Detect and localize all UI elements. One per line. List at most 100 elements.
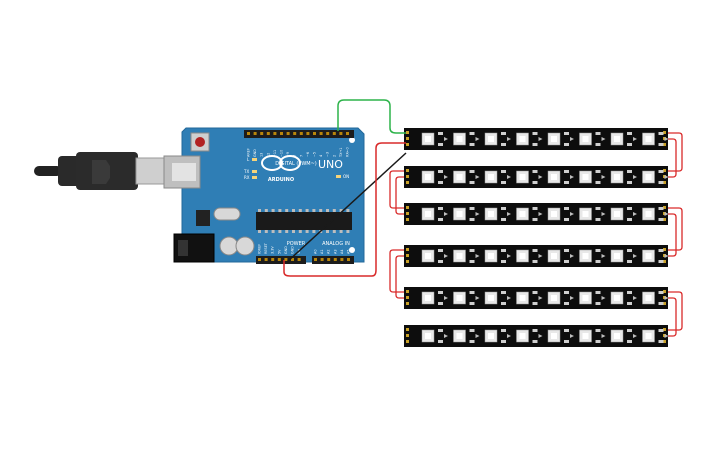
led-strip[interactable] — [404, 166, 669, 188]
led-pixel[interactable] — [421, 249, 448, 263]
led-pixel[interactable] — [516, 132, 543, 146]
led-pixel[interactable] — [484, 291, 511, 305]
led-pixel[interactable] — [484, 207, 511, 221]
header-pin[interactable] — [332, 132, 336, 135]
led-pixel[interactable] — [516, 291, 543, 305]
header-pin[interactable] — [339, 132, 343, 135]
header-pin[interactable] — [293, 132, 297, 135]
led-pixel[interactable] — [642, 170, 669, 184]
header-pin[interactable] — [247, 132, 250, 135]
led-pixel[interactable] — [610, 132, 637, 146]
header-pin[interactable] — [333, 258, 337, 261]
header-pin[interactable] — [291, 258, 294, 261]
digital-header[interactable] — [244, 130, 354, 138]
header-pin[interactable] — [326, 132, 330, 135]
ground-wire[interactable] — [286, 152, 407, 263]
led-pixel[interactable] — [547, 207, 574, 221]
header-pin[interactable] — [347, 258, 350, 261]
digital-header-pins[interactable] — [247, 132, 349, 135]
strip-interconnects[interactable] — [389, 132, 683, 337]
led-pixel[interactable] — [579, 329, 606, 343]
header-pin[interactable] — [320, 258, 324, 261]
header-pin[interactable] — [253, 132, 257, 135]
led-pixel[interactable] — [642, 291, 669, 305]
smd-capacitor — [469, 143, 475, 146]
led-strip[interactable] — [404, 287, 669, 309]
led-pixel[interactable] — [610, 207, 637, 221]
led-pixel[interactable] — [484, 170, 511, 184]
led-pixel[interactable] — [547, 132, 574, 146]
led-pixel[interactable] — [642, 207, 669, 221]
data-wire[interactable] — [337, 99, 406, 134]
led-pixel[interactable] — [453, 329, 480, 343]
led-pixel[interactable] — [453, 170, 480, 184]
led-strip[interactable] — [404, 245, 669, 267]
header-pin[interactable] — [260, 132, 264, 135]
power-wire[interactable] — [283, 142, 406, 277]
header-pin[interactable] — [306, 132, 310, 135]
reset-button-cap[interactable] — [195, 137, 205, 147]
led-pixel[interactable] — [579, 132, 606, 146]
led-pixel[interactable] — [579, 207, 606, 221]
led-pixel[interactable] — [516, 329, 543, 343]
led-pixel[interactable] — [610, 291, 637, 305]
led-pixel[interactable] — [579, 291, 606, 305]
header-pin[interactable] — [280, 132, 283, 135]
led-pixel[interactable] — [484, 132, 511, 146]
led-strip[interactable] — [404, 325, 669, 347]
led-strip[interactable] — [404, 203, 669, 225]
data-arrow-icon — [538, 296, 543, 300]
led-pixel[interactable] — [547, 249, 574, 263]
led-pixel[interactable] — [421, 132, 448, 146]
led-pixel[interactable] — [642, 249, 669, 263]
led-pixel[interactable] — [516, 249, 543, 263]
header-pin[interactable] — [266, 132, 270, 135]
header-pin[interactable] — [327, 258, 331, 261]
led-pixel[interactable] — [610, 170, 637, 184]
led-pixel[interactable] — [610, 329, 637, 343]
led-pixel[interactable] — [610, 249, 637, 263]
header-pin[interactable] — [299, 132, 303, 135]
led-strip[interactable] — [404, 128, 669, 150]
led-pixel[interactable] — [453, 249, 480, 263]
header-pin[interactable] — [258, 258, 261, 261]
led-pixel[interactable] — [516, 207, 543, 221]
led-pixel[interactable] — [642, 132, 669, 146]
header-pin[interactable] — [340, 258, 344, 261]
led-pixel[interactable] — [421, 291, 448, 305]
led-pixel[interactable] — [453, 291, 480, 305]
led-pixel[interactable] — [547, 329, 574, 343]
led-pixel[interactable] — [642, 329, 669, 343]
header-pin[interactable] — [284, 258, 288, 261]
led-strip-chain[interactable] — [389, 128, 683, 347]
header-pin[interactable] — [313, 132, 316, 135]
led-pixel[interactable] — [421, 329, 448, 343]
led-pixel[interactable] — [453, 207, 480, 221]
header-pin[interactable] — [314, 258, 317, 261]
led-pixel[interactable] — [484, 329, 511, 343]
header-pin[interactable] — [319, 132, 323, 135]
smd-capacitor — [438, 132, 443, 135]
usb-cable[interactable] — [34, 152, 165, 190]
bottom-header-pins[interactable] — [258, 258, 350, 261]
power-header[interactable] — [256, 256, 306, 264]
led-pixel[interactable] — [421, 207, 448, 221]
led-pixel[interactable] — [421, 170, 448, 184]
header-pin[interactable] — [264, 258, 268, 261]
led-pixel[interactable] — [453, 132, 480, 146]
led-pixel[interactable] — [547, 291, 574, 305]
header-pin[interactable] — [346, 132, 349, 135]
analog-header[interactable] — [312, 256, 354, 264]
led-pixel[interactable] — [516, 170, 543, 184]
header-pin[interactable] — [271, 258, 275, 261]
wires[interactable] — [283, 99, 407, 277]
header-pin[interactable] — [273, 132, 277, 135]
led-pixel[interactable] — [484, 249, 511, 263]
header-pin[interactable] — [297, 258, 301, 261]
header-pin[interactable] — [277, 258, 281, 261]
led-pixel[interactable] — [579, 249, 606, 263]
led-pixel[interactable] — [579, 170, 606, 184]
led-pixel[interactable] — [547, 170, 574, 184]
header-pin[interactable] — [286, 132, 290, 135]
